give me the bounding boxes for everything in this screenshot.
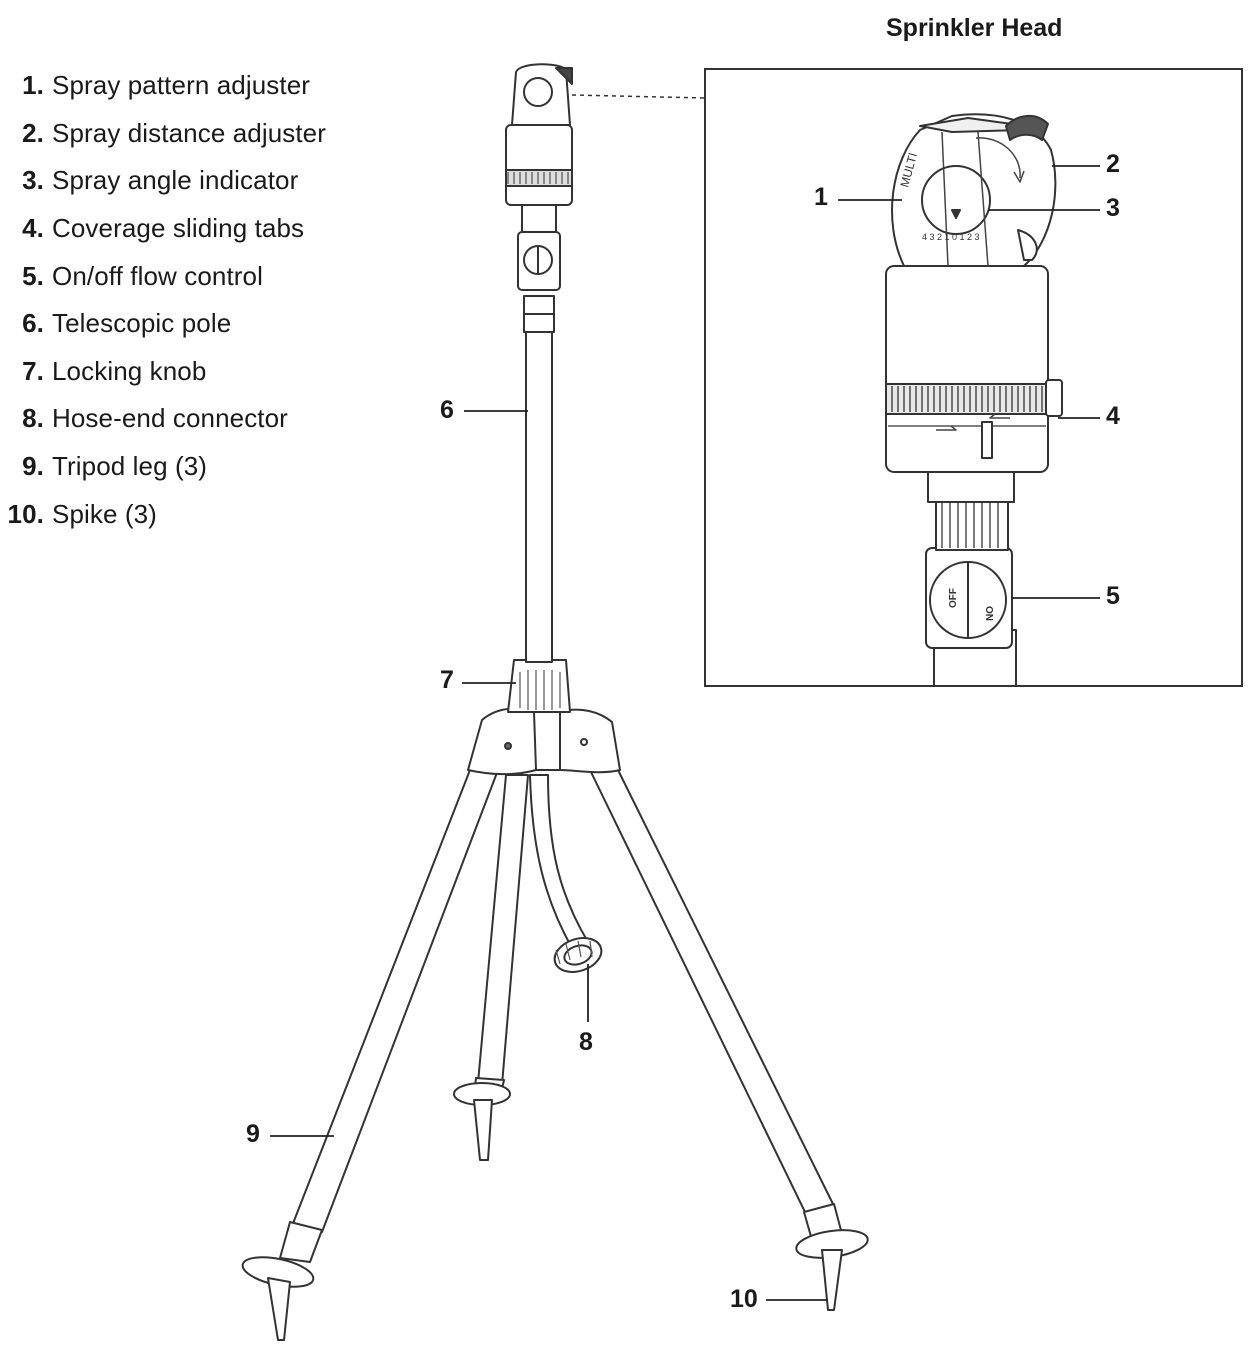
head-body xyxy=(506,125,572,205)
foot-back xyxy=(454,1078,510,1160)
tripod-hub xyxy=(468,709,620,774)
head-main-body xyxy=(886,266,1048,472)
callout-1: 1 xyxy=(814,185,828,210)
callout-6: 6 xyxy=(440,398,454,423)
valve-on-label: ON xyxy=(983,606,994,621)
valve-off-label: OFF xyxy=(948,588,959,608)
callout-8: 8 xyxy=(579,1030,593,1055)
telescopic-pole xyxy=(526,330,552,662)
inset-title: Sprinkler Head xyxy=(886,14,1062,43)
coverage-tab xyxy=(1046,380,1062,416)
callout-3: 3 xyxy=(1106,196,1120,221)
sprinkler-head-detail: MULTI 4 3 2 1 0 1 2 3 OFF ON xyxy=(706,70,1243,687)
callout-2: 2 xyxy=(1106,152,1120,177)
callout-7: 7 xyxy=(440,668,454,693)
spray-angle-indicator xyxy=(922,166,990,234)
callout-4: 4 xyxy=(1106,404,1120,429)
callout-10: 10 xyxy=(730,1287,758,1312)
hose-tube xyxy=(530,775,588,948)
foot-left xyxy=(240,1222,322,1340)
inset-link-line xyxy=(572,95,705,98)
angle-scale: 4 3 2 1 0 1 2 3 xyxy=(922,232,980,242)
tripod-leg-back xyxy=(478,775,528,1085)
sprinkler-head-inset: MULTI 4 3 2 1 0 1 2 3 OFF ON xyxy=(704,68,1243,687)
hose-end-connector xyxy=(550,932,606,977)
tripod-leg-left xyxy=(292,770,498,1232)
callout-9: 9 xyxy=(246,1122,260,1147)
locking-knob xyxy=(508,660,570,712)
foot-right xyxy=(795,1204,870,1310)
callout-5: 5 xyxy=(1106,584,1120,609)
tripod-leg-right xyxy=(590,770,834,1214)
